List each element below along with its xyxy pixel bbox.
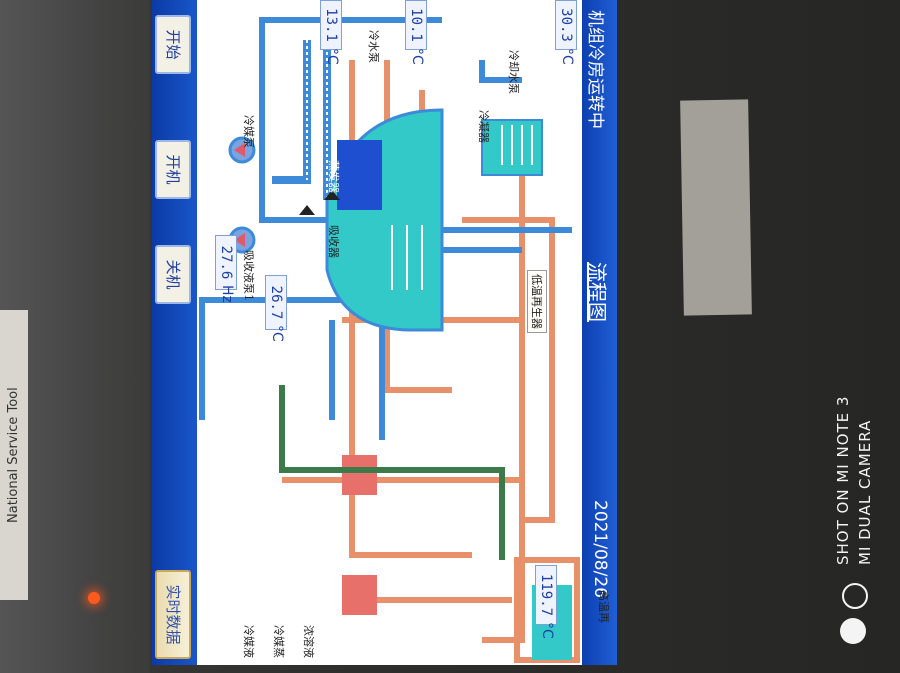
chilled-water-pump-label: 冷水泵 [367, 30, 380, 63]
evaporator-section [337, 140, 382, 210]
bezel-side-label: National Service Tool [0, 310, 28, 600]
green-pipe [279, 385, 505, 560]
absorber-temp-unit: °C [269, 325, 285, 342]
footer-bar: 开始 开机 关机 实时数据 [152, 0, 197, 665]
power-off-button[interactable]: 关机 [155, 245, 191, 304]
heat-exchanger-2 [342, 455, 377, 495]
start-button[interactable]: 开始 [155, 15, 191, 74]
absorber-temp-readout: 26.7 [265, 275, 287, 330]
realtime-data-button[interactable]: 实时数据 [155, 570, 191, 659]
heat-exchangers [342, 455, 377, 615]
evaporator-label: 蒸发器 [327, 160, 340, 193]
chilled-water-in-readout: 10.1 [405, 0, 427, 50]
page-heading: 流程图 [585, 262, 609, 322]
legend-refrigerant-vapor: 冷媒蒸 [272, 625, 285, 658]
chilled-water-pipes [272, 40, 331, 200]
chilled-water-out-unit: °C [324, 48, 340, 65]
chilled-water-out-readout: 13.1 [320, 0, 342, 50]
power-on-button[interactable]: 开机 [155, 140, 191, 199]
process-diagram [199, 17, 580, 663]
condenser-label: 冷凝器 [477, 110, 490, 143]
datetime-display: 2021/08/26 [590, 500, 610, 598]
chilled-water-in-unit: °C [409, 48, 425, 65]
cooling-water-out-readout: 30.3 [555, 0, 577, 50]
watermark-ring-icon [842, 583, 868, 609]
pump-chilled [228, 136, 256, 164]
camera-watermark: SHOT ON MI NOTE 3 MI DUAL CAMERA [826, 396, 876, 650]
watermark-dot-icon [840, 618, 866, 644]
pump-freq-unit: Hz [219, 285, 235, 303]
low-temp-regenerator-label: 低温再生器 [527, 270, 547, 333]
absorber-label: 吸收器 [327, 225, 340, 258]
refrigerant-pump-label: 冷媒泵 [242, 115, 255, 148]
valve-markers [299, 190, 340, 215]
absorbent-pump-label: 吸收液泵1 [242, 250, 255, 301]
unit-status-title: 机组冷房运转中 [585, 10, 605, 129]
process-flow-panel: 机组冷房运转中 流程图 2021/08/26 [152, 0, 617, 665]
power-led-indicator [88, 592, 100, 604]
title-bar: 机组冷房运转中 流程图 2021/08/26 [582, 0, 617, 665]
high-gen-temp-readout: 119.7 [535, 565, 557, 625]
watermark-line-2: MI DUAL CAMERA [856, 419, 874, 565]
watermark-line-1: SHOT ON MI NOTE 3 [834, 395, 852, 565]
tape-strip [680, 99, 752, 316]
legend-refrigerant-liquid: 冷媒液 [242, 625, 255, 658]
hmi-screen: 机组冷房运转中 流程图 2021/08/26 [152, 0, 617, 665]
heat-exchanger-1 [342, 575, 377, 615]
high-gen-temp-unit: °C [539, 622, 555, 639]
legend-dilute: 浓溶液 [302, 625, 315, 658]
cooling-water-pump-label: 冷却水泵 [507, 50, 520, 94]
pump-freq-readout: 27.6 [215, 235, 237, 290]
coil-tubes [391, 125, 533, 290]
cooling-water-out-unit: °C [559, 48, 575, 65]
high-temp-regenerator-label: 高温再 [597, 590, 610, 623]
